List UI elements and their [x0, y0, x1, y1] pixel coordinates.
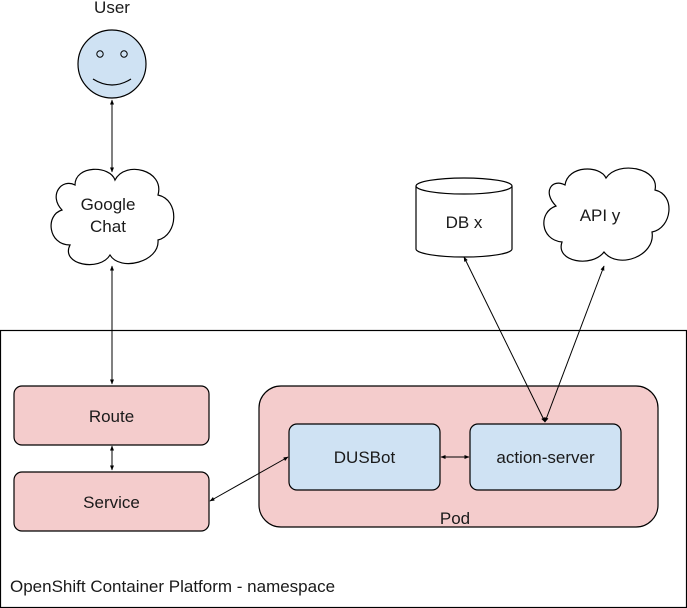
- dusbot-box: [288, 423, 441, 491]
- dusbot-label: DUSBot: [334, 448, 396, 467]
- user-smiley-icon: [77, 29, 147, 99]
- google-chat-cloud: Google Chat: [50, 168, 175, 266]
- service-box: [13, 471, 210, 532]
- api-label: API y: [580, 206, 621, 225]
- google-chat-label-line2: Chat: [90, 217, 126, 236]
- action-server-label: action-server: [496, 448, 595, 467]
- api-cloud: API y: [543, 167, 670, 262]
- pod-label: Pod: [440, 509, 470, 528]
- api-action-connector: [544, 265, 605, 423]
- google-chat-label-line1: Google: [81, 195, 136, 214]
- db-action-connector: [463, 256, 546, 423]
- route-box: [13, 385, 210, 446]
- service-label: Service: [83, 493, 140, 512]
- namespace-label: OpenShift Container Platform - namespace: [10, 577, 335, 596]
- action-server-box: [469, 423, 622, 491]
- db-label: DB x: [446, 213, 483, 232]
- route-label: Route: [89, 407, 134, 426]
- service-dusbot-connector: [209, 456, 289, 502]
- user-label: User: [94, 0, 130, 17]
- db-cylinder: DB x: [415, 177, 513, 258]
